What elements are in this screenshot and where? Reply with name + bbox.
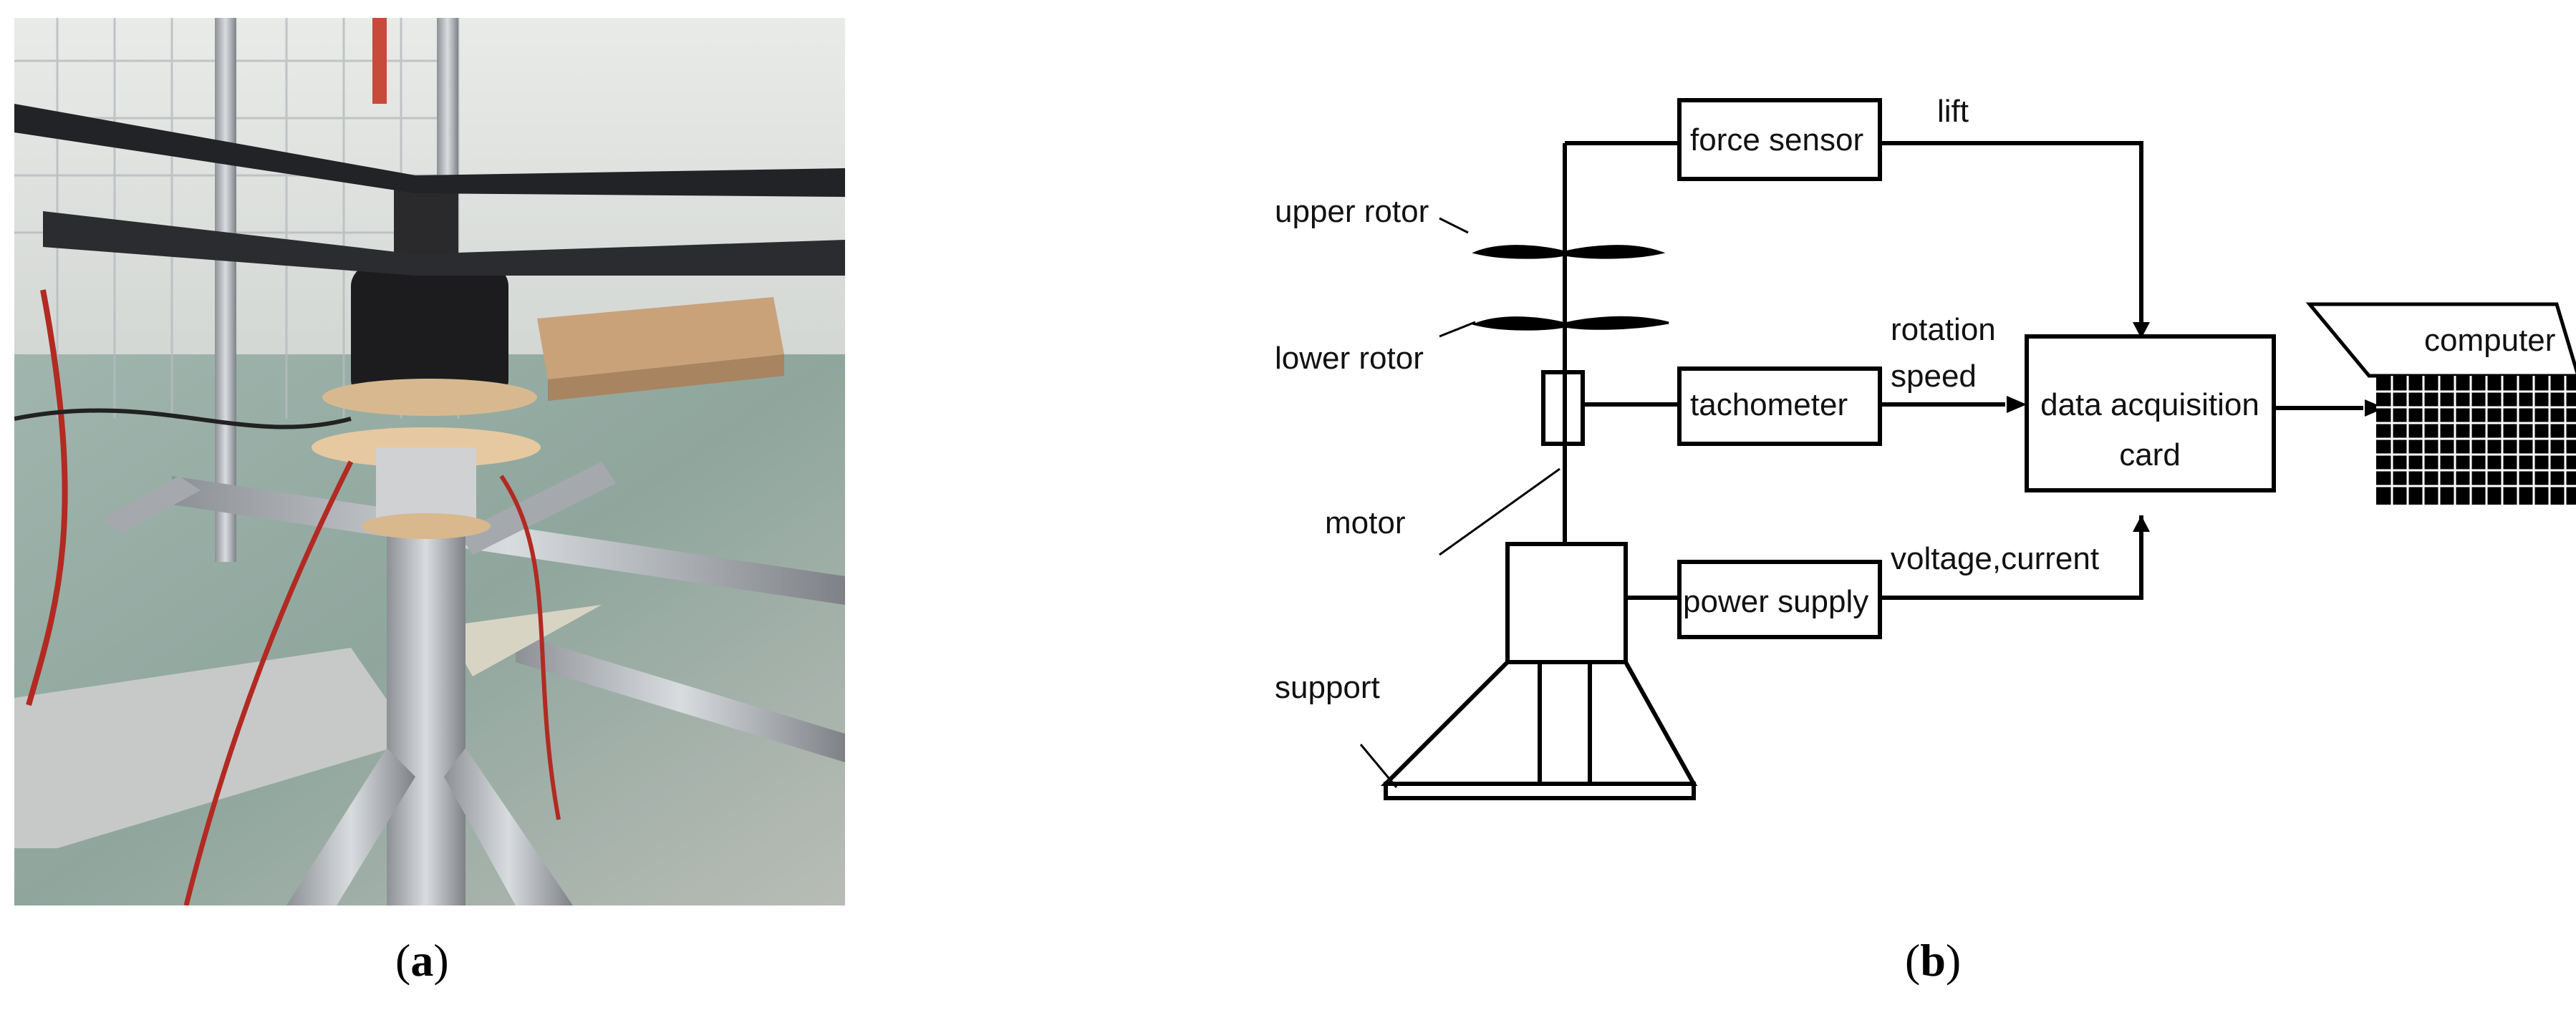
speed-label: speed <box>1891 359 1977 394</box>
rotation-label: rotation <box>1891 312 1996 347</box>
test-rig-photo <box>14 18 845 905</box>
lift-arrowhead <box>2133 322 2150 339</box>
lift-signal-line <box>1880 141 2143 336</box>
test-rig-photo-drawing <box>14 18 845 905</box>
motor-label: motor <box>1325 505 1405 540</box>
force-sensor-box <box>1677 98 1882 181</box>
data-acquisition-card-box <box>2025 334 2276 492</box>
measurement-system-diagram-drawing: force sensor lift upper rotor lower roto… <box>1275 94 2576 800</box>
tachometer-label: tachometer <box>1690 387 1848 422</box>
daq-to-computer-arrowhead <box>2365 399 2385 417</box>
support-label: support <box>1275 670 1380 705</box>
caption-a-letter: a <box>410 935 434 986</box>
caption-b: (b) <box>1905 935 1962 986</box>
upper-rotor-label: upper rotor <box>1275 194 1429 229</box>
rotation-speed-arrowhead <box>2007 396 2027 413</box>
power-base-box <box>1505 542 1628 664</box>
power-supply-label: power supply <box>1683 584 1868 619</box>
lower-rotor-label: lower rotor <box>1275 341 1424 376</box>
lower-rotor-leader <box>1439 321 1476 338</box>
lower-rotor-blade <box>1472 316 1669 331</box>
computer-icon <box>2305 302 2576 505</box>
lift-label: lift <box>1937 94 1969 129</box>
computer-label: computer <box>2424 323 2555 358</box>
support-base-plate <box>1384 782 1696 800</box>
caption-a: (a) <box>395 935 449 986</box>
upper-rotor-blade <box>1472 245 1666 259</box>
motor-leader <box>1439 467 1560 556</box>
data-acquisition-label-line1: data acquisition <box>2040 387 2259 422</box>
voltage-current-signal-line <box>1880 515 2143 600</box>
force-sensor-label: force sensor <box>1690 122 1863 157</box>
caption-b-letter: b <box>1920 935 1946 986</box>
support-leader <box>1359 744 1398 788</box>
upper-rotor-leader <box>1439 217 1469 234</box>
voltage-current-arrowhead <box>2133 515 2150 532</box>
data-acquisition-label-line2: card <box>2119 437 2181 472</box>
motor-box <box>1541 370 1585 446</box>
measurement-system-diagram: force sensor lift upper rotor lower roto… <box>1260 68 2576 870</box>
voltage-current-label: voltage,current <box>1891 541 2099 576</box>
